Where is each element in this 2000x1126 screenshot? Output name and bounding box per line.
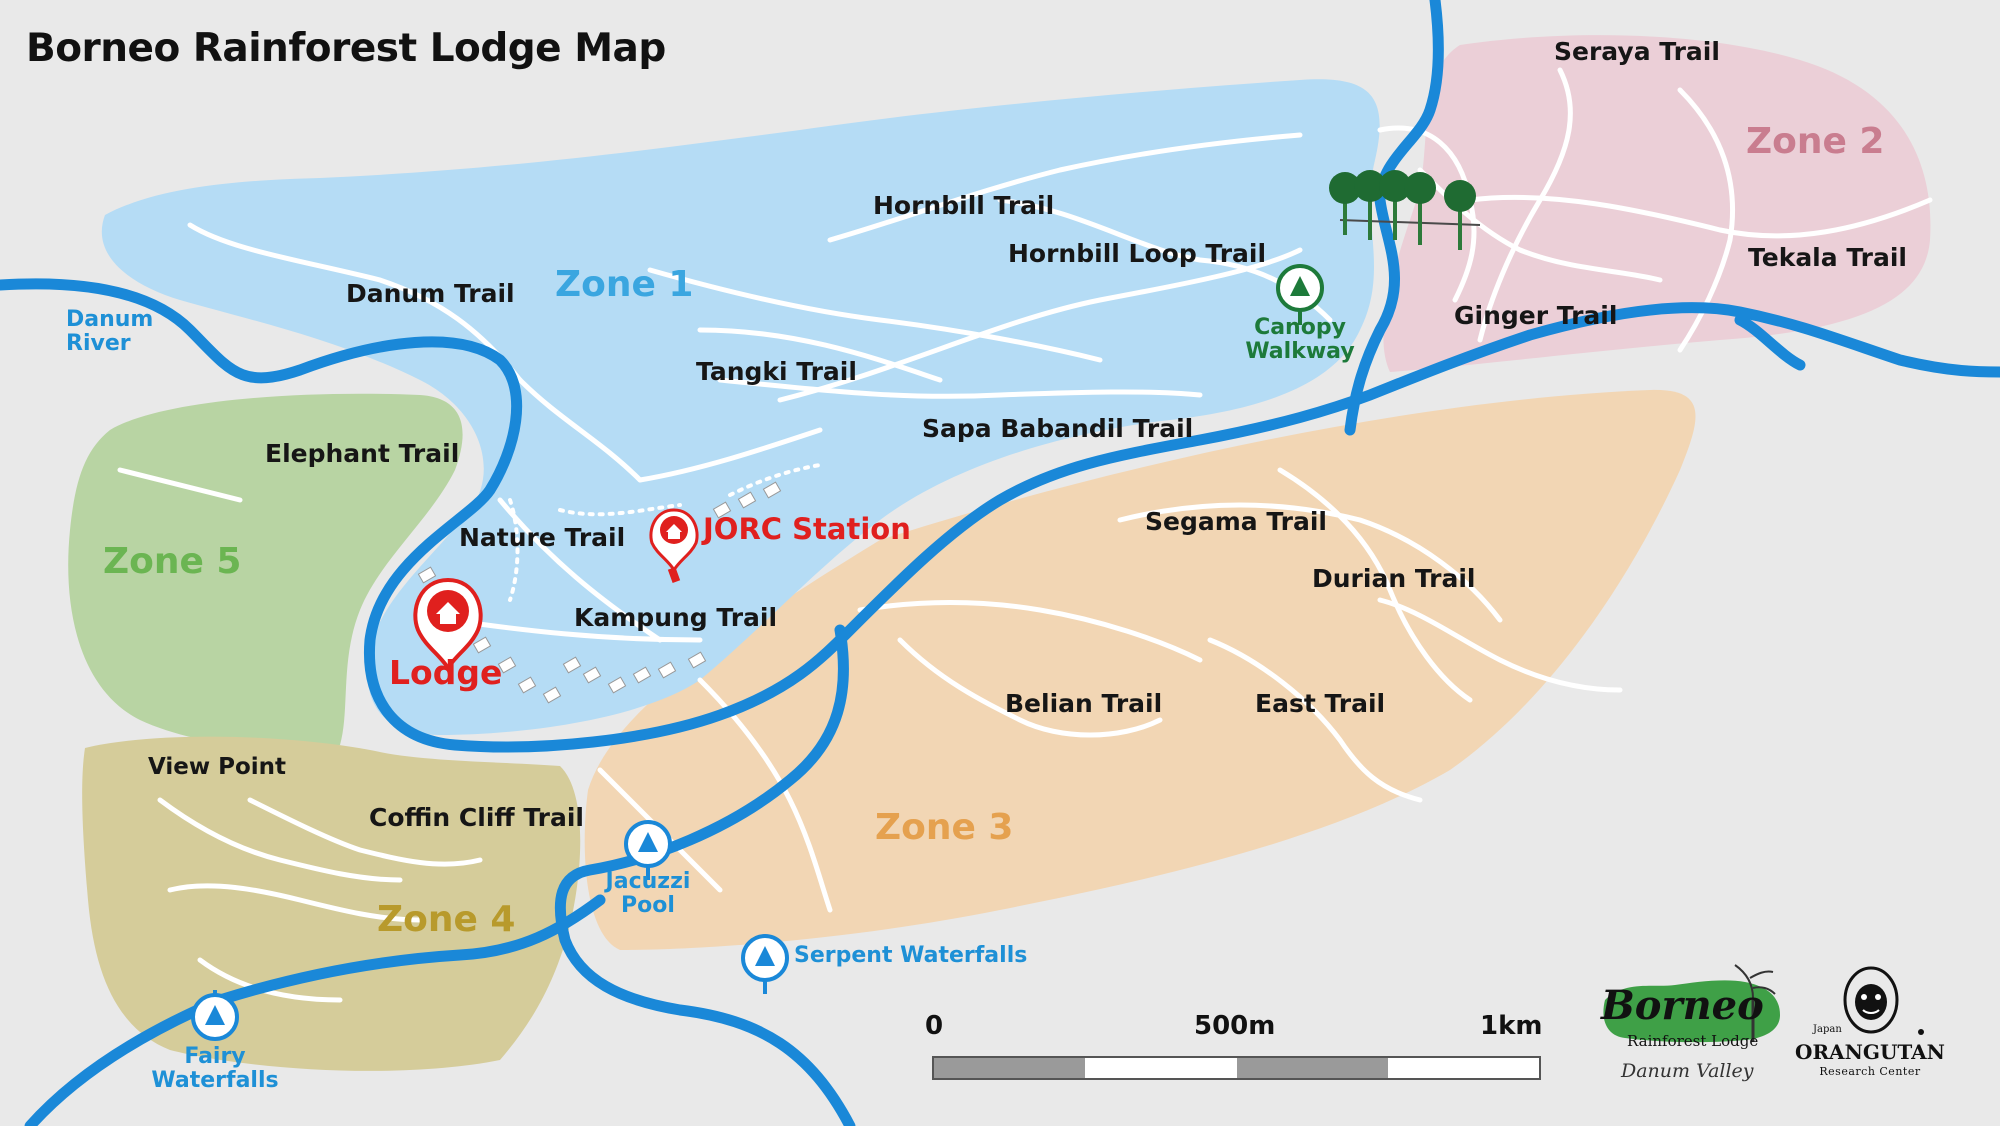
fairy-line1: Fairy: [184, 1044, 246, 1069]
canopy-walkway-label[interactable]: Canopy Walkway: [1235, 315, 1365, 365]
fairy-waterfalls-label[interactable]: Fairy Waterfalls: [145, 1044, 285, 1094]
jacuzzi-line1: Jacuzzi: [605, 869, 691, 894]
jacuzzi-pool-marker[interactable]: [624, 820, 672, 880]
jorc-station-label[interactable]: JORC Station: [703, 512, 911, 546]
orangutan-logo-sub: Research Center: [1819, 1065, 1921, 1078]
lodge-label[interactable]: Lodge: [389, 653, 503, 692]
trail-label-hornbill-loop[interactable]: Hornbill Loop Trail: [1008, 239, 1267, 268]
trail-label-east[interactable]: East Trail: [1255, 689, 1386, 718]
canopy-trees: [1329, 170, 1481, 250]
dotted-trail: [508, 463, 822, 602]
danum-river-label: Danum River: [66, 307, 154, 357]
borneo-rainforest-lodge-logo: Borneo Rainforest Lodge Danum Valley: [1595, 960, 1795, 1090]
jorc-station-marker[interactable]: [649, 508, 699, 583]
zone-3-label: Zone 3: [875, 807, 1014, 848]
trail-label-ginger[interactable]: Ginger Trail: [1454, 301, 1618, 330]
trail-label-kampung[interactable]: Kampung Trail: [574, 603, 778, 632]
jacuzzi-pool-label[interactable]: Jacuzzi Pool: [603, 869, 693, 919]
orangutan-logo-main: ORANGUTAN: [1795, 1040, 1945, 1064]
trail-label-nature[interactable]: Nature Trail: [459, 523, 626, 552]
scale-bar: [932, 1056, 1541, 1080]
japan-orangutan-research-center-logo: Japan ORANGUTAN Research Center: [1795, 962, 1945, 1092]
danum-river-line1: Danum: [66, 307, 154, 332]
zone-5-label: Zone 5: [103, 541, 242, 582]
trail-label-elephant[interactable]: Elephant Trail: [265, 439, 460, 468]
lodge-marker[interactable]: [413, 577, 483, 672]
jacuzzi-line2: Pool: [621, 893, 675, 919]
map-title: Borneo Rainforest Lodge Map: [26, 26, 666, 71]
trail-label-coffin-cliff[interactable]: Coffin Cliff Trail: [369, 803, 584, 832]
borneo-logo-sub: Rainforest Lodge: [1627, 1032, 1759, 1050]
orangutan-logo-top: Japan: [1813, 1024, 1842, 1035]
zone-4-label: Zone 4: [377, 899, 516, 940]
zone-1-label: Zone 1: [555, 264, 694, 305]
trail-label-segama[interactable]: Segama Trail: [1145, 507, 1327, 536]
trail-label-durian[interactable]: Durian Trail: [1312, 564, 1476, 593]
trail-label-danum[interactable]: Danum Trail: [346, 279, 515, 308]
serpent-waterfalls-marker[interactable]: [741, 934, 789, 994]
house-icon: [436, 602, 460, 624]
canopy-walkway-marker[interactable]: [1276, 264, 1324, 325]
fairy-line2: Waterfalls: [151, 1068, 279, 1094]
scale-label-end: 1km: [1480, 1011, 1543, 1041]
trail-label-view-point[interactable]: View Point: [148, 754, 287, 780]
trail-label-tekala[interactable]: Tekala Trail: [1748, 243, 1907, 272]
house-icon: [666, 524, 682, 539]
borneo-logo-graphic: [1603, 964, 1780, 1043]
trail-label-seraya[interactable]: Seraya Trail: [1554, 37, 1720, 66]
canopy-line2: Walkway: [1245, 339, 1355, 365]
zone-4-area[interactable]: [82, 736, 581, 1071]
borneo-logo-place: Danum Valley: [1621, 1060, 1754, 1082]
trail-label-tangki[interactable]: Tangki Trail: [696, 357, 857, 386]
trail-label-hornbill[interactable]: Hornbill Trail: [873, 191, 1055, 220]
canopy-line1: Canopy: [1254, 315, 1346, 340]
trail-network: [117, 67, 1933, 1003]
scale-label-mid: 500m: [1194, 1011, 1276, 1041]
borneo-logo-word: Borneo: [1601, 982, 1764, 1029]
zone-2-area[interactable]: [1383, 35, 1931, 372]
trail-label-belian[interactable]: Belian Trail: [1005, 689, 1163, 718]
trail-label-sapa-babandil[interactable]: Sapa Babandil Trail: [922, 414, 1194, 443]
fairy-waterfalls-marker[interactable]: [191, 990, 239, 1041]
danum-river-line2: River: [66, 331, 131, 357]
zone-2-label: Zone 2: [1746, 121, 1885, 162]
zone-3-area[interactable]: [584, 389, 1696, 950]
scale-label-start: 0: [925, 1011, 944, 1041]
orangutan-face-icon: [1843, 966, 1924, 1035]
serpent-waterfalls-label[interactable]: Serpent Waterfalls: [794, 943, 1028, 968]
zone-1-area[interactable]: [101, 79, 1380, 735]
